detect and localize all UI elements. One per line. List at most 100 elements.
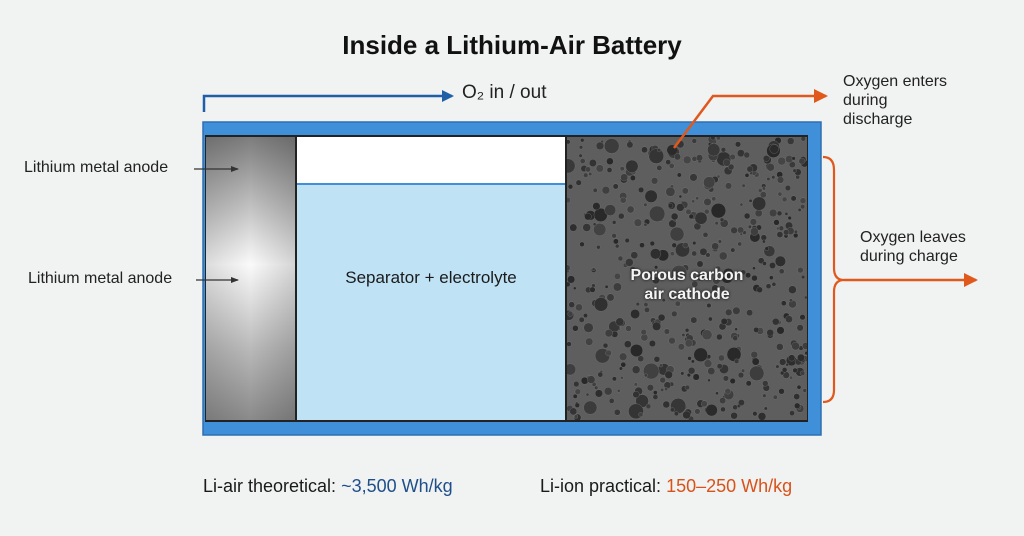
cathode-pore: [792, 168, 797, 173]
cathode-pore: [719, 397, 727, 405]
cathode-pore: [796, 384, 802, 390]
cathode-pore: [783, 229, 790, 236]
cathode-pore: [677, 343, 685, 351]
cathode-pore: [707, 143, 721, 157]
cathode-pore: [643, 202, 648, 207]
cathode-pore: [670, 407, 675, 413]
cathode-pore: [682, 410, 691, 420]
oxygen-enters-line-1: Oxygen enters: [843, 73, 948, 90]
cathode-pore: [567, 197, 571, 204]
cathode-pore: [613, 272, 621, 280]
cathode-pore: [604, 284, 609, 289]
cathode-pore: [752, 196, 767, 211]
cathode-pore: [682, 155, 692, 165]
cathode-pore: [720, 317, 728, 325]
cathode-pore: [791, 341, 800, 351]
cathode-pore: [719, 217, 725, 223]
cathode-pore: [594, 389, 603, 398]
cathode-pore: [611, 233, 617, 239]
cathode-pore: [777, 191, 783, 197]
cathode-pore: [766, 328, 774, 337]
cathode-pore: [802, 388, 807, 393]
cathode-pore: [799, 197, 807, 204]
cathode-pore: [769, 144, 779, 154]
cathode-pore: [724, 387, 732, 395]
cathode-pore: [604, 329, 613, 338]
cathode-pore: [691, 250, 698, 257]
cathode-pore: [665, 186, 676, 197]
cathode-pore: [691, 280, 699, 288]
cathode-pore: [595, 141, 605, 151]
cathode-pore: [691, 199, 696, 204]
cathode-pore: [732, 404, 738, 411]
cathode-pore: [761, 186, 766, 191]
cathode-pore: [798, 157, 806, 165]
cathode-pore: [639, 242, 645, 249]
cathode-pore: [736, 149, 745, 158]
cathode-pore: [619, 166, 625, 172]
cathode-pore: [578, 153, 583, 158]
cathode-pore: [741, 368, 746, 373]
cathode-pore: [618, 212, 625, 220]
cathode-pore: [705, 252, 711, 258]
cathode-pore: [648, 148, 665, 164]
cathode-pore: [743, 151, 751, 159]
cathode-pore: [595, 164, 604, 173]
oxygen-leaves-brace: [822, 155, 845, 404]
cathode-pore: [567, 275, 576, 284]
cathode-pore: [729, 377, 736, 385]
cathode-pore: [618, 366, 623, 371]
cathode-pore: [574, 402, 580, 408]
cathode-pore: [741, 183, 746, 188]
cathode-pore: [703, 197, 712, 207]
cathode-pore: [615, 317, 625, 327]
cathode-pore: [708, 316, 713, 322]
cathode-pore: [793, 393, 801, 400]
cathode-pore: [734, 327, 738, 331]
cathode-pore: [588, 171, 593, 177]
cathode-pore: [633, 218, 643, 227]
separator-top-gap: [297, 137, 565, 183]
anode-shading: [206, 137, 295, 420]
cathode-pore: [763, 406, 768, 411]
cathode-pore: [604, 204, 617, 216]
cathode-pore: [638, 411, 644, 418]
cathode-pore: [746, 165, 754, 173]
cathode-pore: [583, 400, 598, 415]
cathode-pore: [640, 328, 647, 336]
cathode-pore: [676, 172, 682, 178]
cathode-pore: [716, 137, 721, 141]
cathode-pore: [662, 400, 671, 409]
cathode-pore: [641, 146, 648, 154]
cathode-pore: [766, 163, 775, 172]
cathode-pore: [737, 241, 743, 247]
cathode-pore: [753, 326, 760, 333]
cathode-pore: [670, 212, 679, 221]
cathode-pore: [626, 141, 634, 149]
cathode-pore: [625, 159, 639, 173]
cathode-pore: [645, 403, 652, 410]
cathode-pore: [648, 339, 656, 348]
cathode-pore: [643, 222, 648, 227]
cathode-pore: [578, 316, 585, 323]
cathode-pore: [796, 324, 804, 332]
li-air-energy-density: Li-air theoretical: ~3,500 Wh/kg: [203, 476, 453, 497]
cathode-pore: [732, 335, 739, 341]
cathode-pore: [768, 275, 774, 281]
cathode-pore: [762, 380, 769, 387]
cathode-pore: [762, 155, 770, 162]
cathode-pore: [661, 298, 666, 303]
cathode-pore: [660, 387, 665, 392]
cathode-pore: [638, 186, 645, 193]
cathode-pore: [567, 264, 571, 272]
cathode-pore: [722, 267, 735, 280]
cathode-pore: [784, 184, 791, 192]
cathode-pore: [688, 213, 694, 220]
cathode-pore: [633, 382, 638, 387]
cathode-pore: [694, 408, 701, 415]
cathode-pore: [730, 411, 738, 420]
cathode-pore: [611, 376, 617, 382]
cathode-pore: [751, 274, 758, 282]
cathode-pore: [776, 226, 780, 231]
cathode-pore: [592, 222, 597, 227]
